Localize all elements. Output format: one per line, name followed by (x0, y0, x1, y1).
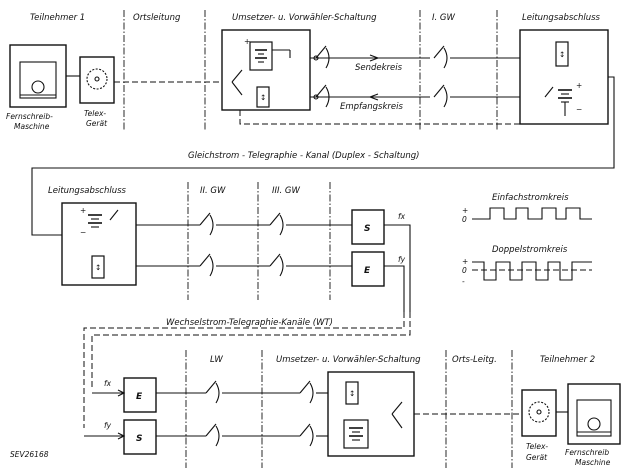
svg-text:-: - (462, 277, 465, 286)
lw-label: LW (210, 355, 223, 365)
svg-text:−: − (576, 105, 582, 114)
fernschreib2-label: Fernschreib (565, 448, 609, 457)
svg-text:↕: ↕ (260, 93, 266, 102)
umsetzer3-label: Umsetzer- u. Vorwähler-Schaltung (276, 355, 421, 365)
fy-label-row3: fy (104, 421, 112, 430)
maschine1-label: Maschine (14, 122, 50, 131)
e-box-label: E (364, 266, 371, 276)
gw3-label: III. GW (272, 186, 301, 196)
geraet2-label: Gerät (526, 453, 548, 462)
fx-label-row2: fx (398, 212, 406, 221)
telex2-label: Telex- (526, 442, 548, 451)
leitungsabschluss-box-2: + − ↕ (61, 202, 137, 286)
switches-row2 (199, 212, 352, 277)
fx-label-row3: fx (104, 379, 112, 388)
leitungsabschluss2-label: Leitungsabschluss (48, 186, 127, 196)
row2-separators (187, 182, 331, 300)
svg-text:−: − (80, 228, 86, 237)
ortsleitg-label: Orts-Leitg. (452, 355, 497, 365)
einfachstrom-label: Einfachstromkreis (492, 193, 569, 203)
wt-channel (91, 312, 411, 388)
teilnehmer1-label: Teilnehmer 1 (30, 13, 85, 23)
switches-row3 (156, 380, 328, 447)
sendekreis-label: Sendekreis (355, 63, 403, 73)
svg-text:+: + (80, 206, 86, 215)
fernschreibmaschine-2: Fernschreib Maschine (565, 383, 621, 467)
s-box3-label: S (136, 434, 142, 444)
wechselstrom-label: Wechselstrom-Telegraphie-Kanäle (WT) (166, 318, 333, 328)
leitungsabschluss-box-1: ↕ + − (519, 29, 609, 125)
gw1-label: I. GW (432, 13, 455, 23)
umsetzer-label: Umsetzer- u. Vorwähler-Schaltung (232, 13, 377, 23)
e-box3-label: E (136, 392, 143, 402)
fy-label-row2: fy (398, 255, 406, 264)
teilnehmer2-label: Teilnehmer 2 (540, 355, 595, 365)
svg-text:↕: ↕ (559, 50, 565, 59)
fernschreibmaschine-1: Fernschreib- Maschine (6, 44, 67, 131)
fernschreib1-label: Fernschreib- (6, 112, 53, 121)
doppelstrom-label: Doppelstromkreis (492, 245, 568, 255)
telex1-label: Telex- (84, 109, 106, 118)
ortsleitung-label: Ortsleitung (133, 13, 181, 23)
geraet1-label: Gerät (86, 119, 108, 128)
empfangskreis-label: Empfangskreis (340, 102, 403, 112)
svg-text:0: 0 (462, 215, 467, 224)
svg-text:+: + (462, 257, 468, 266)
waveform-legend: Einfachstromkreis + 0 Doppelstromkreis +… (462, 193, 592, 286)
row1-labels: Teilnehmer 1 Ortsleitung Umsetzer- u. Vo… (30, 13, 601, 23)
umsetzer-box-1: + ↕ (221, 29, 311, 111)
maschine2-label: Maschine (575, 458, 611, 467)
svg-text:↕: ↕ (95, 263, 101, 272)
row1-separators (123, 10, 498, 130)
gw2-label: II. GW (200, 186, 226, 196)
svg-text:+: + (576, 81, 582, 90)
gleichstrom-label: Gleichstrom - Telegraphie - Kanal (Duple… (188, 151, 419, 161)
telex-geraet-2: Telex- Gerät (521, 389, 557, 462)
figure-code: SEV26168 (10, 450, 49, 459)
leitungsabschluss1-label: Leitungsabschluss (522, 13, 601, 23)
svg-text:0: 0 (462, 266, 467, 275)
se-boxes-row2: S E (351, 209, 385, 287)
switches-row1 (313, 45, 448, 108)
telex-geraet-1: Telex- Gerät (79, 56, 115, 128)
svg-text:↕: ↕ (349, 389, 355, 398)
svg-text:+: + (244, 37, 250, 46)
gleichstrom-channel (31, 76, 615, 236)
es-boxes-row3: E S (123, 377, 157, 455)
row3-separators (185, 350, 513, 468)
svg-text:+: + (462, 206, 468, 215)
umsetzer-box-3: ↕ (327, 371, 415, 457)
s-box-label: S (364, 224, 370, 234)
